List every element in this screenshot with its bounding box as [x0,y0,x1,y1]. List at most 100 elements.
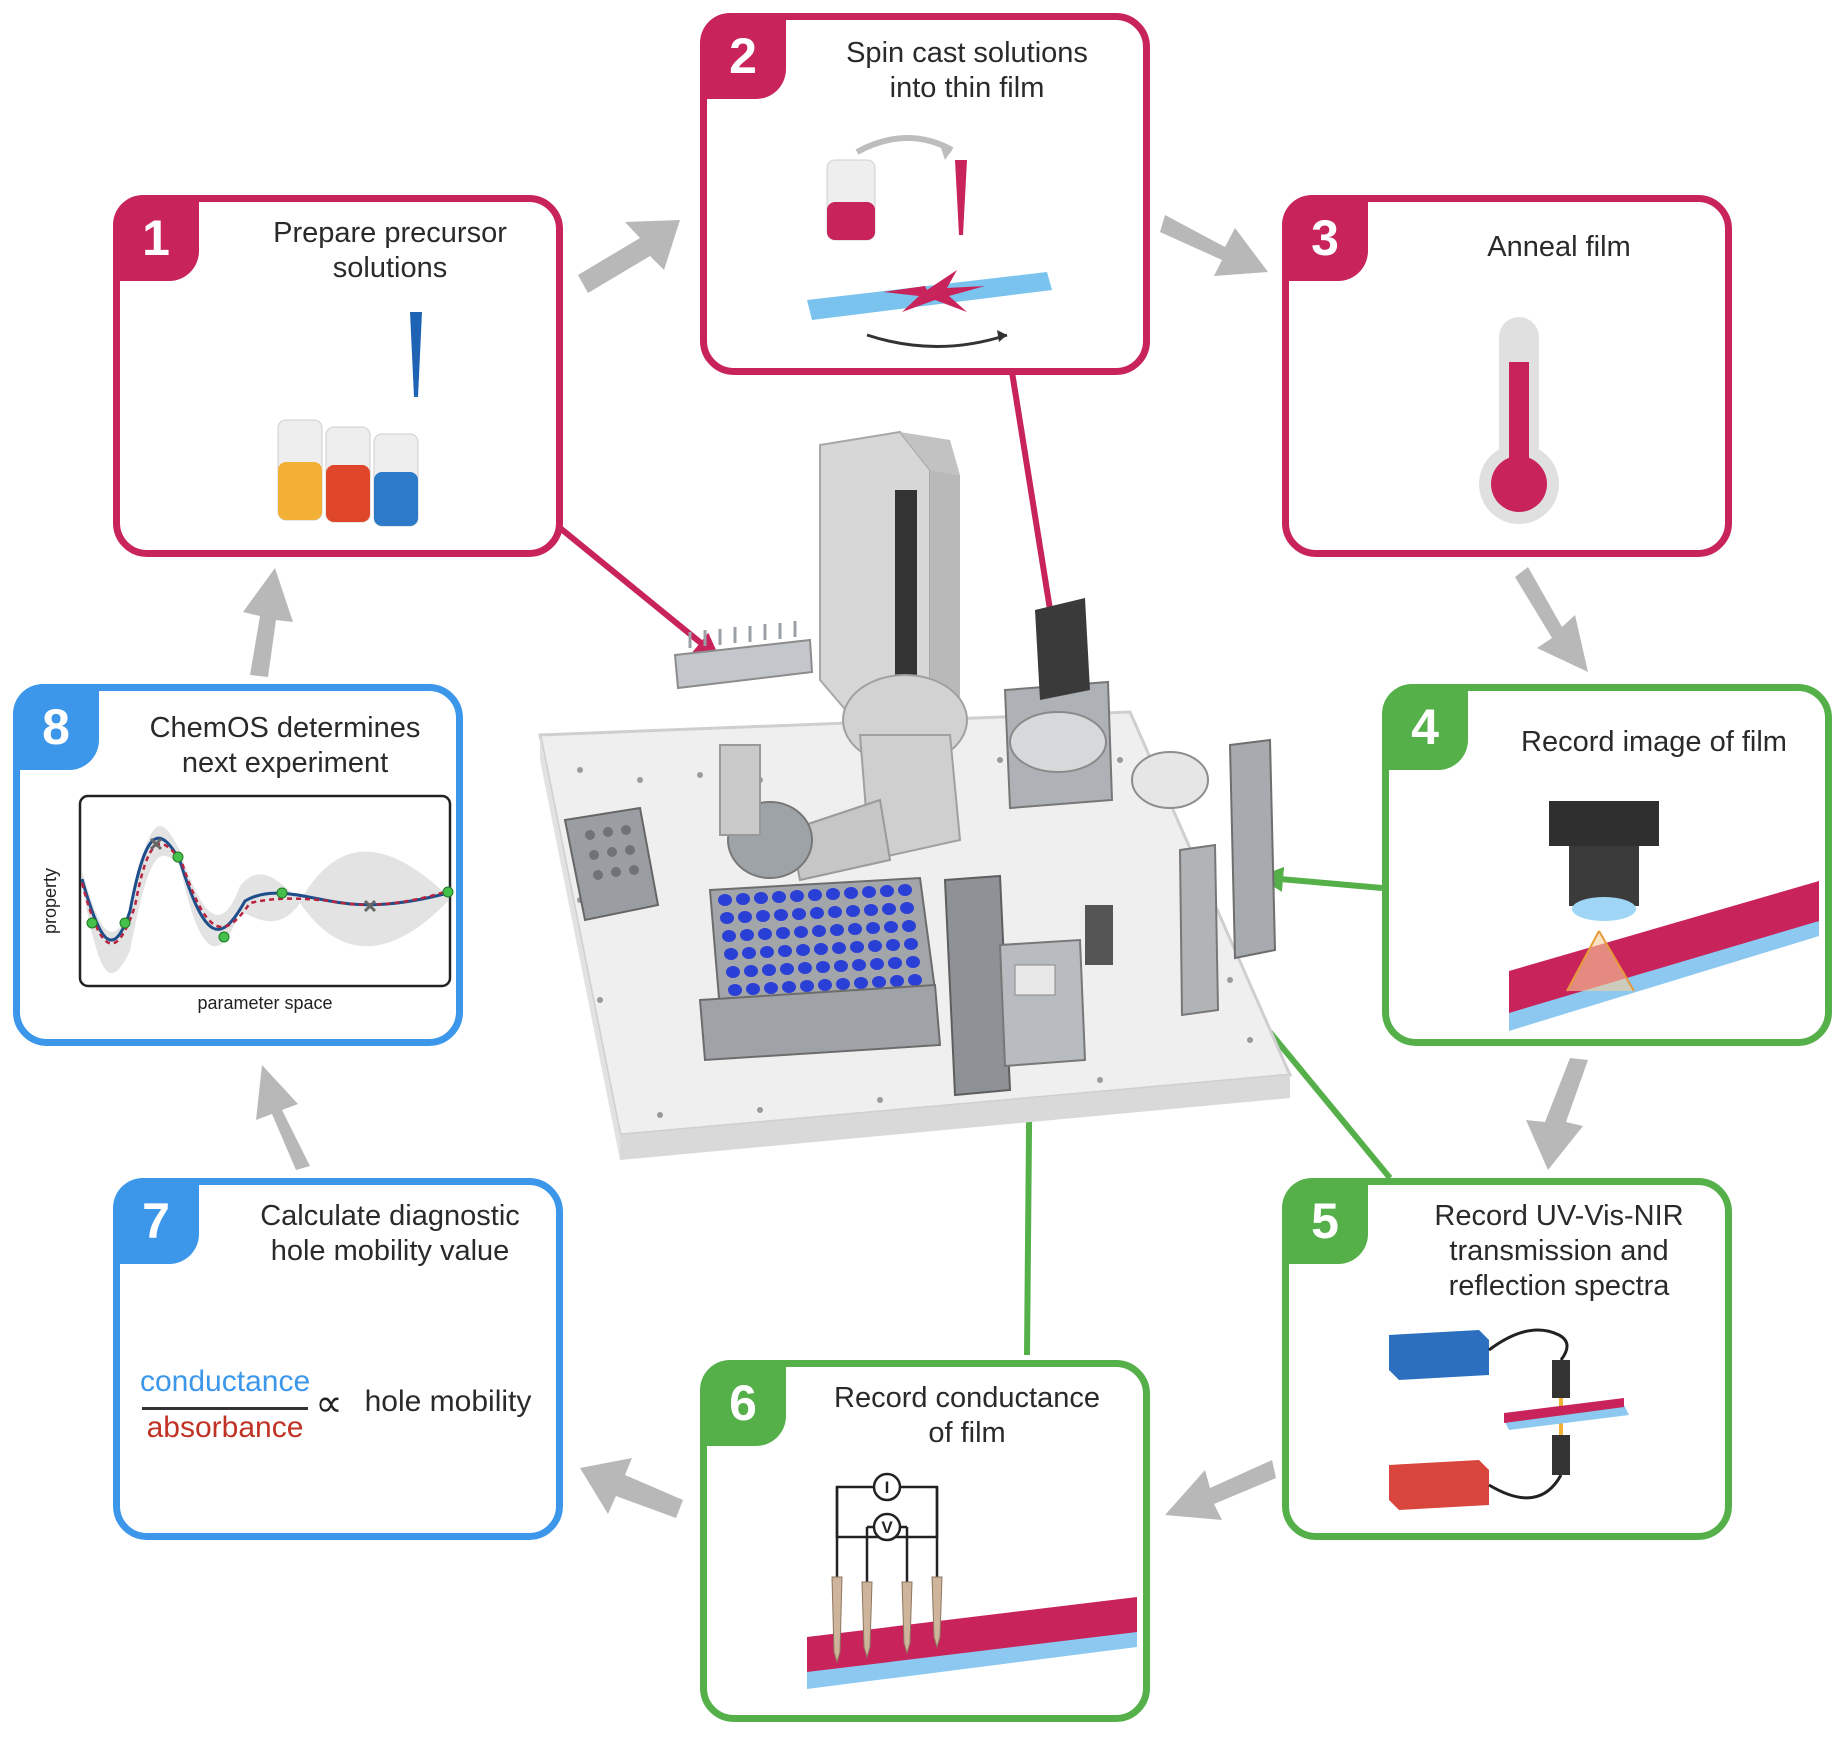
formula-rhs: hole mobility [364,1385,532,1418]
vial [884,921,898,933]
step-5-card: 5 Record UV-Vis-NIR transmission and ref… [1282,1178,1732,1540]
arrow-1-to-2 [578,220,680,293]
step-4-title: Record image of film [1521,726,1787,758]
step-8-title: ChemOS determines next experiment [149,712,421,779]
camera-film-icon [1509,801,1819,1031]
vial [850,941,864,953]
step-7-card: 7 Calculate diagnostic hole mobility val… [113,1178,563,1540]
vial [742,947,756,959]
vial [738,911,752,923]
four-point-probe-icon: I V [807,1472,1137,1689]
step-2-title: Spin cast solutions into thin film [846,37,1088,104]
step-5-badge: 5 [1282,1178,1368,1264]
vial [880,885,894,897]
fraction-bar [142,1407,308,1410]
step-1-badge: 1 [113,195,199,281]
vial [778,945,792,957]
vial [844,887,858,899]
vial [792,908,806,920]
arrow-2-to-3 [1160,215,1268,276]
vial [754,892,768,904]
vial [832,942,846,954]
voltage-symbol: V [881,1518,893,1537]
candidate-points [149,837,377,913]
step-6-title: Record conductance of film [834,1382,1100,1449]
sample-points [86,851,454,943]
vial [796,944,810,956]
spin-cast-icon [807,135,1052,348]
step-7-badge: 7 [113,1178,199,1264]
vial [794,926,808,938]
proportional-symbol: ∝ [315,1383,343,1425]
vial [846,905,860,917]
optimization-plot: property parameter space [40,794,454,1013]
vial [862,886,876,898]
vial [810,907,824,919]
vial [790,890,804,902]
current-symbol: I [885,1478,890,1497]
vial [870,958,884,970]
vial [906,956,920,968]
vial [866,922,880,934]
step-6-badge: 6 [700,1360,786,1446]
arrow-8-to-1 [243,568,293,677]
vial [758,928,772,940]
vial [720,912,734,924]
vial [828,906,842,918]
step-2-card: 2 Spin cast solutions into thin film [700,13,1150,375]
vial [736,893,750,905]
vial [830,924,844,936]
vial [798,962,812,974]
step-7-title: Calculate diagnostic hole mobility value [260,1200,520,1267]
vial [836,978,850,990]
arrow-6-to-7 [580,1458,683,1518]
spectrometer-icon [1389,1328,1629,1510]
vial [800,980,814,992]
vial [780,963,794,975]
precursor-vials-icon [277,312,422,527]
vial [718,894,732,906]
vial [868,940,882,952]
vial [890,975,904,987]
vial [744,965,758,977]
vial [852,959,866,971]
vial [726,966,740,978]
step-2-badge: 2 [700,13,786,99]
step-1-card: 1 Prepare precursor solutions [113,195,563,557]
step-4-badge: 4 [1382,684,1468,770]
pointer-step5 [1205,954,1393,1180]
formula-numerator: conductance [140,1365,311,1398]
vial [848,923,862,935]
vial [762,964,776,976]
step-3-card: 3 Anneal film [1282,195,1732,557]
vial-rack [718,884,922,996]
vial [774,909,788,921]
vial [826,888,840,900]
vial [812,925,826,937]
vial [740,929,754,941]
arrow-5-to-6 [1165,1460,1276,1520]
vial [722,930,736,942]
vial [728,984,742,996]
plot-xlabel: parameter space [197,993,332,1013]
pointer-step2 [1009,371,1071,682]
thermometer-icon [1479,317,1559,524]
pointer-step4 [1257,866,1383,892]
vial [902,920,916,932]
step-8-card: 8 ChemOS determines next experiment prop… [13,684,463,1046]
arrow-4-to-5 [1526,1058,1588,1170]
step-5-title: Record UV-Vis-NIR transmission and refle… [1434,1200,1684,1302]
vial [872,976,886,988]
arrow-3-to-4 [1515,567,1588,672]
vial [756,910,770,922]
step-4-card: 4 Record image of film [1382,684,1832,1046]
pointer-step6 [1017,1007,1043,1356]
step-1-title: Prepare precursor solutions [273,217,507,284]
vial [900,902,914,914]
vial [724,948,738,960]
vial [854,977,868,989]
step-3-title: Anneal film [1487,231,1631,263]
formula-denominator: absorbance [146,1411,304,1444]
vial [904,938,918,950]
vial [908,974,922,986]
